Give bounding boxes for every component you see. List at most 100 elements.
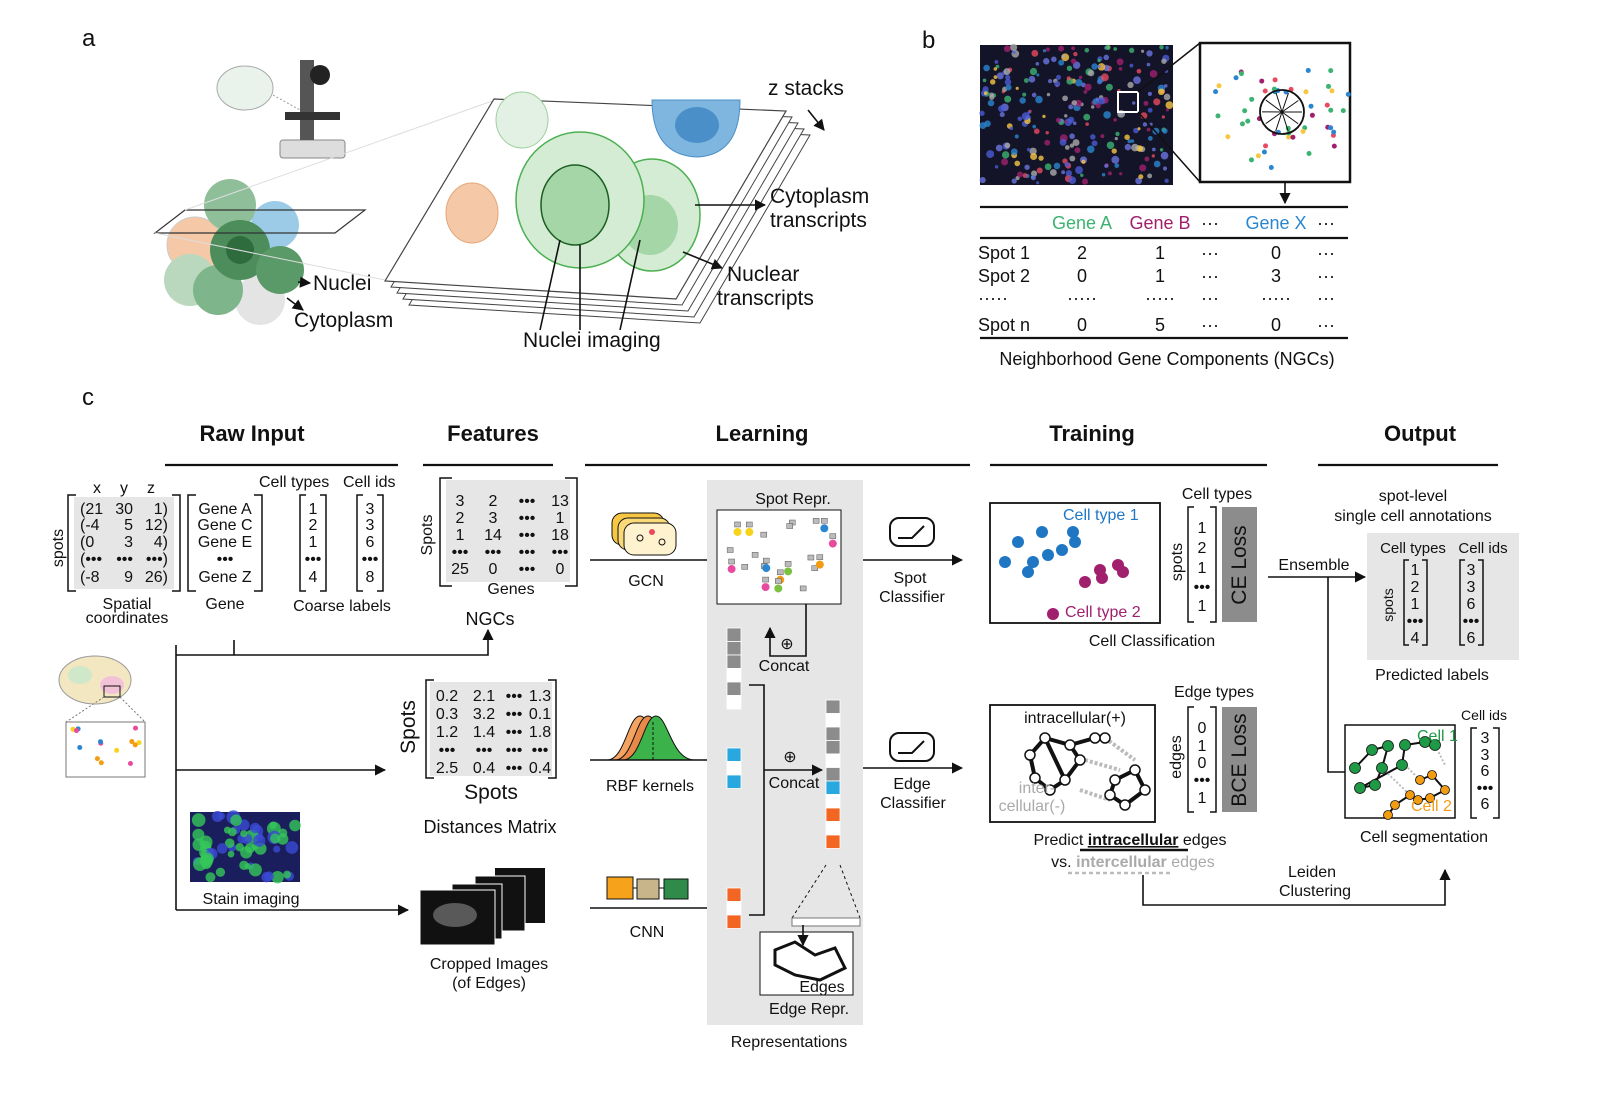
vector-cell [726,641,742,656]
ngc-cell: ••• [452,544,469,561]
gcn-label: GCN [628,573,664,590]
ce-loss-label: CE Loss [1228,525,1251,604]
coordinate-value: 30 [115,501,133,518]
vector-cell [726,774,742,789]
table-cell: ··· [1201,315,1219,335]
gene-value: Gene E [198,534,252,551]
distance-cell: ••• [476,742,493,759]
table-cell: ····· [1145,288,1175,308]
table-cell: 0 [1077,315,1087,335]
cell-cluster-icon [153,179,367,325]
table-cell: ··· [1201,266,1219,286]
nuclear-transcripts-label-2: transcripts [717,287,814,310]
gene-label: Gene [205,596,244,613]
edge-type-value: 1 [1198,790,1207,807]
pred-spots-label: spots [1380,588,1396,621]
distance-cell: 2.5 [436,760,458,777]
ngc-cell: 18 [551,527,569,544]
vector-cell [825,726,841,741]
edge-type-value: 0 [1198,755,1207,772]
edge-classifier-label-2: Classifier [880,795,946,812]
vector-cell [726,695,742,710]
gene-column-header: Gene X [1245,213,1306,233]
distance-cell: ••• [506,742,523,759]
concat-label-1: Concat [759,658,810,675]
cell-2-node [1415,775,1425,785]
graph-node [1029,772,1041,784]
coordinate-value: (-4 [80,517,100,534]
cell-1-node [1399,739,1411,751]
distance-cell: 1.3 [529,688,551,705]
cell-type-value: 2 [1198,540,1207,557]
concat-label-2: Concat [769,775,820,792]
spatial-label-2: coordinates [86,610,169,627]
cell-type-1-label: Cell type 1 [1063,507,1139,524]
cell-type-1-point [1012,536,1024,548]
cytoplasm-label: Cytoplasm [294,309,393,332]
vector-cell [825,780,841,795]
gcn-icon [611,512,677,556]
vector-cell [825,740,841,755]
gene-value: Gene A [198,501,252,518]
cell-2-node [1425,793,1435,803]
ce-loss-box [1222,507,1257,622]
ngc-cell: 1 [456,527,465,544]
train-cell-types-header: Cell types [1182,486,1252,503]
spot-row-label: Spot 2 [978,266,1030,286]
pred-cell-type: 1 [1411,562,1420,579]
seg-cell-id: 3 [1481,730,1490,747]
distance-cell: ••• [506,760,523,777]
table-cell: ··· [1317,266,1335,286]
spot-repr-label: Spot Repr. [755,491,831,508]
pred-cell-id: ••• [1463,613,1480,630]
ngc-cell: 0 [556,561,565,578]
table-cell: ··· [1201,288,1219,308]
section-header: Output [1384,421,1457,446]
learning: Representations GCN RBF kernels [590,480,964,1051]
cnn-icon [606,876,689,900]
representations-label: Representations [731,1034,848,1051]
distance-cell: 1.4 [473,724,495,741]
table-cell: 0 [1271,315,1281,335]
intracellular-label: intracellular(+) [1024,710,1126,727]
cell-type-value: 1 [309,534,318,551]
table-cell: ····· [1261,288,1291,308]
table-cell: 1 [1155,266,1165,286]
table-cell: 0 [1077,266,1087,286]
cell-1-node [1429,739,1441,751]
ngc-cell: 25 [451,561,469,578]
pred-cell-types-header: Cell types [1380,540,1446,557]
cell-type-1-point [1022,566,1034,578]
cell-type-1-point [1056,544,1068,556]
table-cell: ··· [1317,243,1335,263]
cell-type-2-point [1079,576,1091,588]
panel-label-c: c [82,384,94,411]
cropped-images-stack [419,868,545,946]
z-stack-planes [383,91,811,324]
edge-prediction-box [989,704,1156,823]
coordinate-value: 4) [154,534,168,551]
table-cell: 2 [1077,243,1087,263]
vector-cell [726,668,742,683]
cell-type-value: ••• [1194,579,1211,596]
gene-column-header: ··· [1317,213,1335,233]
vector-cell [825,807,841,822]
cell-type-value: 2 [309,517,318,534]
cell-type-value: 1 [1198,560,1207,577]
stain-imaging-label: Stain imaging [203,891,300,908]
seg-cell-id: 6 [1481,763,1490,780]
table-cell: 0 [1271,243,1281,263]
spatial-label-1: Spatial [103,596,152,613]
edge-classifier-label-1: Edge [893,776,930,793]
vs-line: vs. intercellular edges [1051,854,1215,871]
axis-label: x [93,480,101,497]
ngc-cell: 3 [456,493,465,510]
vector-cell [726,914,742,929]
pred-cell-type: 4 [1411,630,1420,647]
rbf-kernels-icon [606,715,696,761]
edges-label: Edges [799,979,844,996]
panel-label-a: a [82,25,96,52]
cropped-images-label-2: (of Edges) [452,975,526,992]
